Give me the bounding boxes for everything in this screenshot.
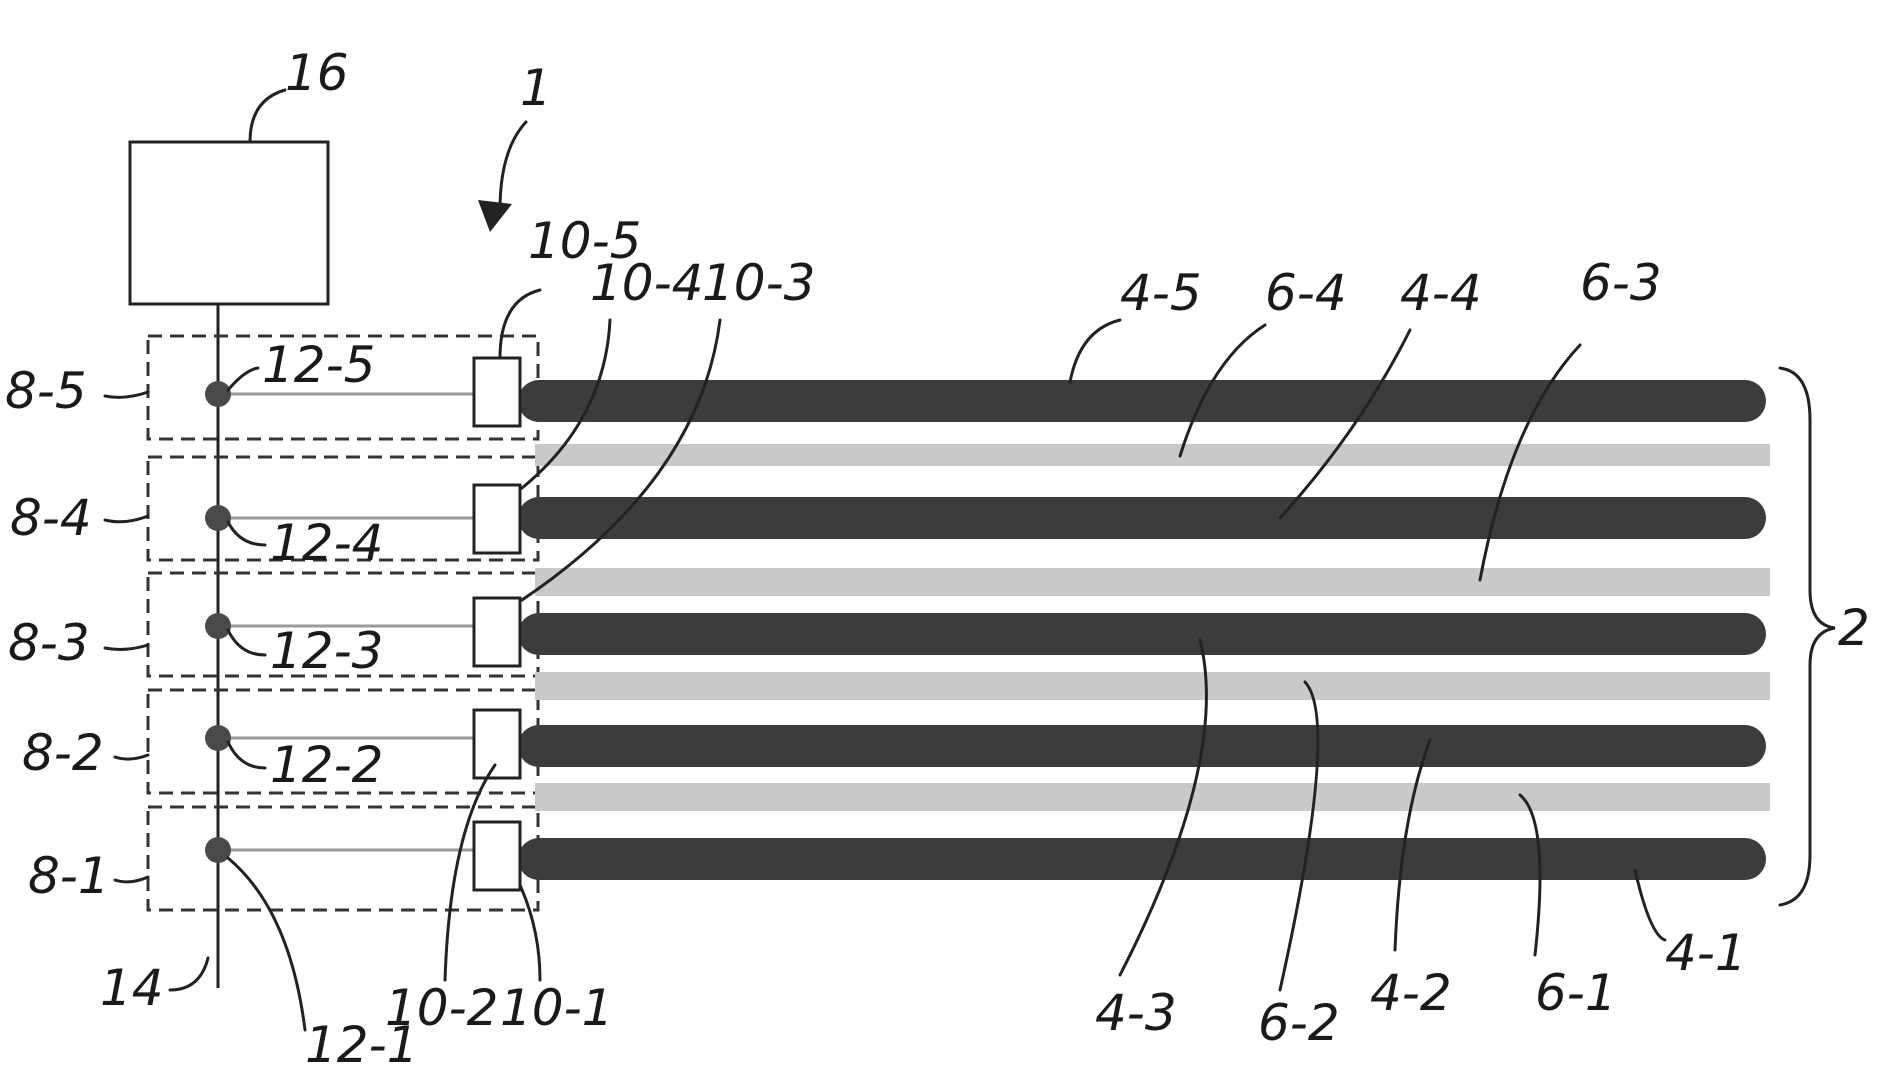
label-6-1: 6-1 — [1535, 964, 1617, 1022]
leader-10-5 — [500, 290, 540, 358]
leader-12-5 — [228, 368, 258, 390]
label-4-2: 4-2 — [1370, 964, 1452, 1022]
terminal-box-10-3 — [474, 598, 520, 666]
leader-12-4 — [228, 522, 265, 545]
leader-12-1 — [228, 858, 305, 1030]
label-2: 2 — [1838, 599, 1870, 657]
electrode-strip-4-3 — [518, 613, 1766, 655]
node-12-4 — [205, 505, 231, 531]
terminal-box-10-1 — [474, 822, 520, 890]
node-12-2 — [205, 725, 231, 751]
label-10-1: 10-1 — [500, 979, 613, 1037]
leader-12-3 — [228, 630, 265, 655]
label-4-3: 4-3 — [1095, 984, 1177, 1042]
label-16: 16 — [285, 44, 349, 102]
gap-strip-6-3 — [535, 568, 1770, 596]
terminal-box-10-5 — [474, 358, 520, 426]
leader-8-5 — [105, 392, 148, 397]
leader-10-1 — [520, 885, 540, 980]
device-arrow — [500, 122, 526, 210]
leader-8-4 — [105, 516, 148, 522]
gap-strip-6-1 — [535, 783, 1770, 811]
terminal-box-10-2 — [474, 710, 520, 778]
electrode-strip-4-4 — [518, 497, 1766, 539]
node-12-3 — [205, 613, 231, 639]
terminal-box-10-4 — [474, 485, 520, 553]
label-12-2: 12-2 — [270, 736, 383, 794]
leader-8-1 — [115, 877, 148, 882]
leader-14 — [170, 958, 208, 990]
label-8-3: 8-3 — [8, 614, 90, 672]
leader-4-5 — [1070, 320, 1120, 382]
leader-8-2 — [115, 755, 148, 759]
leader-8-3 — [105, 645, 148, 649]
label-1: 1 — [520, 59, 552, 117]
label-6-4: 6-4 — [1265, 264, 1347, 322]
electrode-strip-4-1 — [518, 838, 1766, 880]
device-arrow-head — [478, 200, 512, 232]
label-8-4: 8-4 — [10, 489, 92, 547]
label-6-2: 6-2 — [1258, 994, 1340, 1052]
label-12-4: 12-4 — [270, 514, 383, 572]
node-12-5 — [205, 381, 231, 407]
label-10-3: 10-3 — [702, 254, 815, 312]
gap-strip-6-4 — [535, 444, 1770, 466]
label-12-5: 12-5 — [262, 336, 375, 394]
controller-box — [130, 142, 328, 304]
label-8-1: 8-1 — [28, 847, 110, 905]
label-4-5: 4-5 — [1120, 264, 1202, 322]
leader-16 — [250, 90, 285, 142]
group-brace — [1780, 368, 1835, 905]
leader-4-4 — [1280, 330, 1410, 518]
label-12-3: 12-3 — [270, 622, 383, 680]
leader-12-2 — [228, 742, 265, 768]
label-10-2: 10-2 — [385, 979, 498, 1037]
label-4-1: 4-1 — [1665, 924, 1747, 982]
label-14: 14 — [100, 959, 164, 1017]
gap-strip-6-2 — [535, 672, 1770, 700]
label-8-2: 8-2 — [22, 724, 104, 782]
label-10-4: 10-4 — [590, 254, 703, 312]
electrode-strip-4-2 — [518, 725, 1766, 767]
label-8-5: 8-5 — [5, 362, 87, 420]
label-6-3: 6-3 — [1580, 254, 1662, 312]
label-4-4: 4-4 — [1400, 264, 1482, 322]
leader-4-1 — [1635, 870, 1665, 940]
